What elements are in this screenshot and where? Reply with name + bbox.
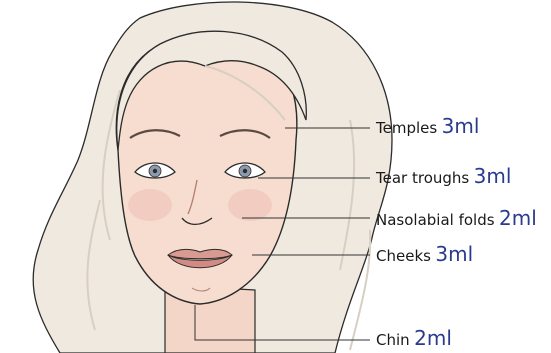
chin-label: Chin: [376, 331, 410, 349]
temples-label: Temples: [376, 119, 437, 137]
label-tear-troughs: Tear troughs 3ml: [376, 166, 511, 187]
right-cheek-blush: [228, 189, 272, 221]
nasolabial-folds-amount: 2ml: [499, 206, 537, 230]
label-chin: Chin 2ml: [376, 328, 452, 349]
label-temples: Temples 3ml: [376, 116, 479, 137]
left-cheek-blush: [128, 189, 172, 221]
left-pupil: [153, 169, 157, 173]
tear-troughs-label: Tear troughs: [376, 169, 469, 187]
tear-troughs-amount: 3ml: [474, 164, 512, 188]
cheeks-amount: 3ml: [435, 242, 473, 266]
cheeks-label: Cheeks: [376, 247, 431, 265]
temples-amount: 3ml: [442, 114, 480, 138]
chin-amount: 2ml: [414, 326, 452, 350]
label-cheeks: Cheeks 3ml: [376, 244, 473, 265]
label-nasolabial-folds: Nasolabial folds 2ml: [376, 208, 537, 229]
right-pupil: [243, 169, 247, 173]
nasolabial-folds-label: Nasolabial folds: [376, 211, 495, 229]
